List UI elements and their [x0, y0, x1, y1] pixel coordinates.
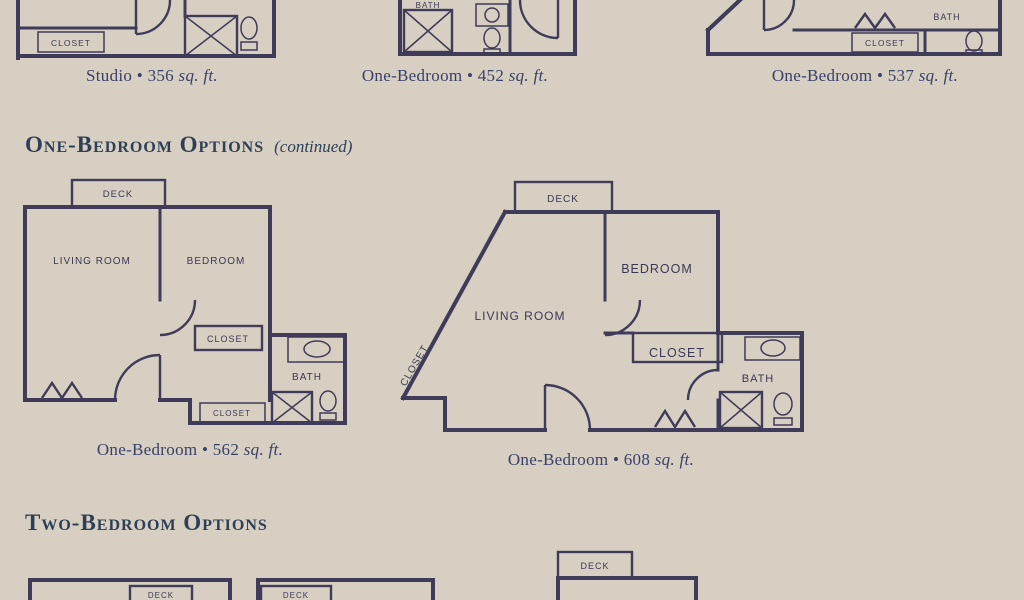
walls — [16, 0, 276, 60]
bedroom-label: BEDROOM — [621, 262, 693, 276]
closet-label: CLOSET — [649, 346, 705, 360]
bedroom-label: BEDROOM — [187, 256, 246, 267]
section-title: One-Bedroom Options — [25, 132, 265, 157]
deck-label: DECK — [148, 591, 174, 600]
floorplan-608: DECK CLOSET LIVING ROOM BEDROOM CLOSET — [399, 180, 804, 432]
deck-label: DECK — [283, 591, 309, 600]
sink-icon — [744, 336, 801, 361]
entry-door-arc — [113, 353, 162, 401]
living-room-label: LIVING ROOM — [474, 309, 565, 323]
door-arc-bedroom — [604, 299, 642, 337]
closet-box-upper: CLOSET — [193, 324, 264, 352]
toilet-icon — [319, 390, 337, 421]
entry-door-arc — [543, 383, 592, 431]
floorplan-562: DECK LIVING ROOM BEDROOM CLOSET BATH — [23, 178, 347, 425]
caption-562: One-Bedroom • 562 sq. ft. — [20, 440, 360, 460]
bath-label: BATH — [416, 1, 441, 10]
walls — [256, 578, 435, 600]
caption-452: One-Bedroom • 452 sq. ft. — [330, 66, 580, 86]
door-arc — [134, 0, 172, 36]
closet-label: CLOSET — [865, 38, 905, 48]
deck-label: DECK — [547, 194, 579, 205]
deck-box: DECK — [128, 584, 194, 600]
deck-box: DECK — [513, 180, 614, 214]
bath-label: BATH — [933, 12, 960, 22]
closet-box: CLOSET — [631, 331, 724, 364]
section-title: Two-Bedroom Options — [25, 510, 268, 535]
caption-unit: sq. ft. — [243, 440, 284, 459]
walls — [705, 0, 1002, 56]
section-heading-one-bedroom: One-Bedroom Options (continued) — [25, 132, 352, 158]
toilet-icon — [773, 392, 793, 426]
living-room-label: LIVING ROOM — [53, 256, 131, 267]
bath-label: BATH — [292, 372, 322, 383]
floorplan-partial-a: DECK — [28, 578, 232, 600]
floorplan-537: CLOSET BATH — [705, 0, 1002, 56]
caption-537: One-Bedroom • 537 sq. ft. — [740, 66, 990, 86]
toilet-icon — [965, 30, 983, 55]
deck-label: DECK — [580, 561, 609, 571]
closet-label: CLOSET — [213, 409, 251, 418]
shower-icon — [402, 8, 454, 54]
deck-box: DECK — [70, 178, 167, 209]
window-zigzag — [854, 11, 896, 31]
closet-label: CLOSET — [51, 38, 91, 48]
floorplan-partial-b: DECK — [256, 578, 435, 600]
section-heading-two-bedroom: Two-Bedroom Options — [25, 510, 268, 536]
caption-text: One-Bedroom • 452 — [361, 66, 505, 85]
door-arc — [762, 0, 796, 32]
caption-608: One-Bedroom • 608 sq. ft. — [385, 450, 817, 470]
section-title-suffix: (continued) — [274, 137, 353, 156]
bath-door-arc — [686, 368, 719, 401]
floorplan-partial-c: DECK — [556, 550, 698, 600]
caption-text: Studio • 356 — [86, 66, 174, 85]
caption-studio: Studio • 356 sq. ft. — [12, 66, 292, 86]
bath-label: BATH — [742, 373, 775, 385]
caption-text: One-Bedroom • 608 — [507, 450, 651, 469]
window-zigzag — [41, 380, 83, 401]
door-arc-bedroom — [159, 299, 197, 337]
walls — [556, 576, 698, 600]
toilet-icon — [483, 27, 501, 55]
shower-icon — [183, 14, 239, 58]
window-zigzag — [653, 408, 697, 430]
caption-unit: sq. ft. — [654, 450, 695, 469]
sink-icon — [287, 336, 346, 363]
door-arc — [518, 0, 560, 40]
floorplan-studio: CLOSET — [16, 0, 276, 60]
caption-text: One-Bedroom • 537 — [771, 66, 915, 85]
shower-icon — [718, 390, 764, 430]
closet-box: CLOSET — [37, 31, 105, 53]
deck-box: DECK — [259, 584, 333, 600]
caption-text: One-Bedroom • 562 — [96, 440, 240, 459]
toilet-icon — [240, 16, 258, 51]
deck-label: DECK — [103, 189, 133, 200]
caption-unit: sq. ft. — [918, 66, 959, 85]
closet-slant-label: CLOSET — [399, 343, 432, 388]
caption-unit: sq. ft. — [178, 66, 218, 85]
closet-box-lower: CLOSET — [199, 402, 266, 423]
walls — [400, 209, 804, 432]
floorplan-452: BATH — [398, 0, 577, 56]
shower-icon — [270, 390, 314, 425]
walls — [28, 578, 232, 600]
closet-box: CLOSET — [851, 32, 919, 53]
caption-unit: sq. ft. — [508, 66, 549, 85]
deck-box: DECK — [556, 550, 634, 580]
sink-icon — [475, 3, 509, 27]
closet-label: CLOSET — [207, 334, 249, 344]
walls — [23, 205, 347, 425]
